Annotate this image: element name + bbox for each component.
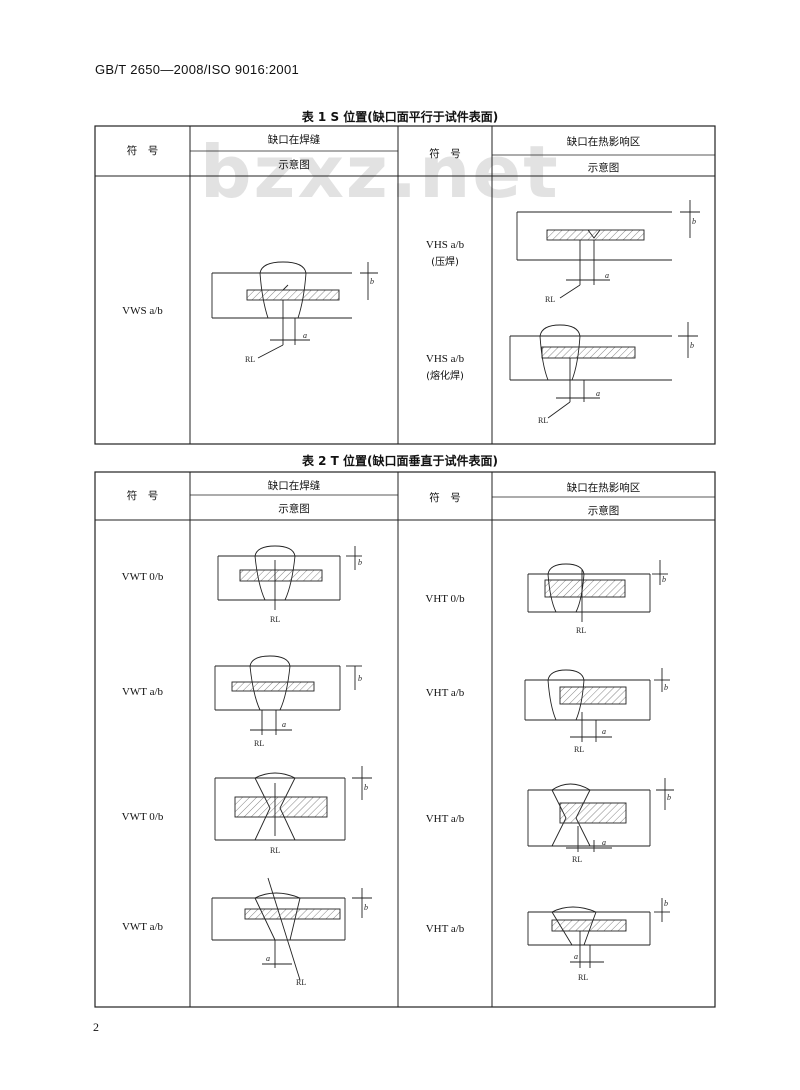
diagram-vht-2: [524, 668, 670, 742]
svg-text:b: b: [370, 277, 374, 286]
svg-text:b: b: [692, 217, 696, 226]
svg-text:a: a: [574, 952, 578, 961]
diagram-vwt-2: [214, 655, 362, 735]
svg-text:RL: RL: [538, 416, 548, 425]
diagram-vwt-4: [211, 877, 372, 981]
svg-text:a: a: [266, 954, 270, 963]
table2-haz-symbol-1: VHT 0/b: [425, 593, 465, 605]
table2-weld-symbol-3: VWT 0/b: [121, 811, 164, 823]
svg-text:a: a: [596, 389, 600, 398]
svg-text:b: b: [364, 783, 368, 792]
vws-rl-label: RL: [245, 355, 255, 364]
svg-text:RL: RL: [270, 846, 280, 855]
diagram-vhs-fusion: [509, 322, 698, 419]
svg-text:RL: RL: [578, 973, 588, 982]
svg-text:b: b: [358, 558, 362, 567]
table1-haz-diagram-header: 示意图: [587, 162, 620, 174]
page-number: 2: [93, 1020, 99, 1034]
table2-weld-diagram-header: 示意图: [278, 503, 310, 515]
svg-text:a: a: [282, 720, 286, 729]
table2-haz-symbol-4: VHT a/b: [425, 923, 465, 935]
svg-text:RL: RL: [270, 615, 280, 624]
svg-text:b: b: [664, 899, 668, 908]
table2-haz-symbol-header: 符 号: [429, 492, 461, 504]
table2-weld-symbol-1: VWT 0/b: [121, 571, 164, 583]
svg-text:RL: RL: [296, 978, 306, 987]
table1-caption: 表 1 S 位置(缺口面平行于试件表面): [301, 110, 499, 124]
svg-text:a: a: [605, 271, 609, 280]
svg-text:b: b: [664, 683, 668, 692]
diagram-vht-3: [527, 778, 674, 852]
svg-text:RL: RL: [545, 295, 555, 304]
diagram-vht-1: [527, 560, 668, 622]
svg-text:a: a: [602, 727, 606, 736]
table2-haz-header: 缺口在热影响区: [566, 482, 641, 494]
svg-text:RL: RL: [574, 745, 584, 754]
svg-text:RL: RL: [572, 855, 582, 864]
table1-haz-header: 缺口在热影响区: [566, 136, 641, 148]
diagram-vwt-3: [214, 766, 372, 841]
svg-text:RL: RL: [576, 626, 586, 635]
table1-haz-symbol-1: VHS a/b (压焊): [425, 239, 465, 268]
table2-symbol-header: 符 号: [126, 490, 159, 502]
svg-text:b: b: [667, 793, 671, 802]
table1-weld-symbol: VWS a/b: [122, 305, 163, 317]
table1-symbol-header: 符 号: [126, 145, 159, 157]
table2-caption: 表 2 T 位置(缺口面垂直于试件表面): [301, 454, 499, 468]
table2-weld-symbol-4: VWT a/b: [121, 921, 164, 933]
table1-haz-symbol-2: VHS a/b (熔化焊): [425, 353, 465, 382]
diagram-vhs-pressure: [516, 200, 700, 299]
svg-text:a: a: [602, 838, 606, 847]
table2-haz-symbol-3: VHT a/b: [425, 813, 465, 825]
table1-weld-header: 缺口在焊缝: [267, 134, 321, 146]
svg-text:RL: RL: [254, 739, 264, 748]
table2-weld-header: 缺口在焊缝: [267, 480, 321, 492]
svg-text:b: b: [662, 575, 666, 584]
standard-header: GB/T 2650—2008/ISO 9016:2001: [95, 62, 300, 77]
table1-weld-diagram-header: 示意图: [278, 159, 310, 171]
svg-text:b: b: [358, 674, 362, 683]
svg-text:b: b: [364, 903, 368, 912]
table2-haz-symbol-2: VHT a/b: [425, 687, 465, 699]
diagram-vws: [211, 261, 378, 359]
diagram-vwt-1: [217, 545, 362, 610]
table2-haz-diagram-header: 示意图: [587, 505, 620, 517]
svg-text:a: a: [303, 331, 307, 340]
watermark: bzxz.net: [200, 130, 560, 214]
svg-text:b: b: [690, 341, 694, 350]
table2-weld-symbol-2: VWT a/b: [121, 686, 164, 698]
diagram-vht-4: [527, 898, 670, 968]
table1-haz-symbol-header: 符 号: [429, 148, 461, 160]
